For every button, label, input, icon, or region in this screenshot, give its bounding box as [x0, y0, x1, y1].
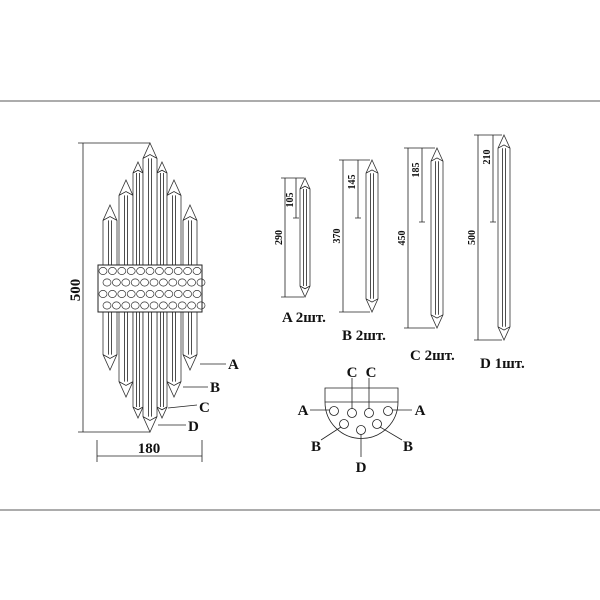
leader-a: A	[228, 357, 239, 373]
part-b: 370 145 B 2шт.	[332, 159, 386, 344]
mount-hole	[339, 419, 349, 429]
crystal-rod	[430, 147, 444, 329]
part-a: 290 105 A 2шт.	[274, 177, 326, 326]
mount-hole	[329, 406, 339, 416]
parts-views: 290 105 A 2шт. 370 145 B 2шт. 450 185 C 2шт. 500 2…	[274, 134, 525, 372]
part-c: 450 185 C 2шт.	[397, 147, 455, 364]
height-dim-label: 500	[68, 279, 84, 302]
leader-d: D	[188, 419, 199, 435]
leader-lines: A B C D	[158, 357, 239, 435]
mount-hole	[372, 419, 382, 429]
mount-hole	[347, 408, 357, 418]
inner-length-label: 145	[347, 175, 358, 190]
scheme-label-a1: A	[298, 403, 309, 419]
layout-scheme: C C A A B B D	[298, 365, 426, 476]
mount-hole	[383, 406, 393, 416]
mount-hole	[364, 408, 374, 418]
scheme-label-a2: A	[415, 403, 426, 419]
total-length-label: 450	[397, 231, 408, 246]
crystal-rod	[365, 159, 379, 313]
scheme-label-b2: B	[403, 439, 413, 455]
scheme-label-c1: C	[347, 365, 358, 381]
decorative-crystal-band	[97, 264, 206, 313]
crystal-rod	[497, 134, 511, 341]
mount-hole	[356, 425, 366, 435]
lamp-front-view	[97, 142, 206, 433]
part-label: D 1шт.	[480, 356, 525, 372]
scheme-label-c2: C	[366, 365, 377, 381]
leader-b: B	[210, 380, 220, 396]
leader-c: C	[199, 400, 210, 416]
total-length-label: 290	[274, 230, 285, 245]
part-label: B 2шт.	[342, 328, 386, 344]
scheme-label-b1: B	[311, 439, 321, 455]
width-dim-label: 180	[138, 441, 161, 457]
inner-length-label: 105	[285, 193, 296, 208]
total-length-label: 500	[467, 230, 478, 245]
part-label: A 2шт.	[282, 310, 326, 326]
height-dimension: 500	[68, 142, 150, 433]
part-d: 500 210 D 1шт.	[467, 134, 525, 372]
inner-length-label: 210	[482, 150, 493, 165]
width-dimension: 180	[96, 440, 203, 462]
part-label: C 2шт.	[410, 348, 455, 364]
total-length-label: 370	[332, 229, 343, 244]
scheme-label-d: D	[356, 460, 367, 476]
inner-length-label: 185	[411, 163, 422, 178]
crystal-rod	[299, 177, 311, 298]
